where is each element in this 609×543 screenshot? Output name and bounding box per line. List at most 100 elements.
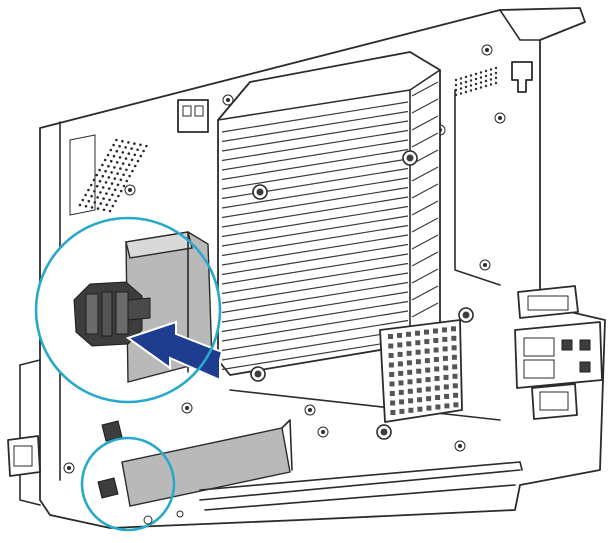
heatsink-fin <box>221 148 409 181</box>
heatsink-screw-icon <box>250 366 266 382</box>
vent-dot <box>90 206 94 209</box>
cage-vent-cell <box>399 408 405 414</box>
heatsink-fin <box>221 234 409 266</box>
cage-vent-cell <box>452 364 458 370</box>
port-stack <box>514 321 603 420</box>
heatsink-fin <box>221 177 409 209</box>
vent-dot <box>127 152 131 155</box>
vent-dot <box>112 143 115 147</box>
heatsink-fin-side <box>411 251 439 267</box>
vent-dot <box>115 161 119 164</box>
vent-dot <box>107 187 111 190</box>
cage-vent-cell <box>417 397 423 403</box>
vent-dot <box>474 87 478 91</box>
vent-dot <box>127 163 131 167</box>
vent-dot <box>95 173 99 177</box>
vent-dot <box>133 142 136 145</box>
cage-vent-cell <box>433 338 439 343</box>
cage-vent-cell <box>398 380 404 386</box>
cage-vent-cell <box>442 336 448 342</box>
cage-vent-cell <box>443 374 449 380</box>
vent-dot <box>112 154 116 158</box>
vent-dot <box>119 189 123 193</box>
cage-vent-cell <box>452 373 458 379</box>
heatsink-fin-side <box>411 217 439 233</box>
heatsink <box>217 51 441 376</box>
vent-dot <box>110 182 114 185</box>
vent-dot <box>128 174 131 178</box>
heatsink-fin <box>221 196 409 228</box>
cage-vent-cell <box>424 348 430 354</box>
vent-dot <box>142 149 145 153</box>
vent-dot <box>111 193 114 197</box>
vent-dot <box>459 77 463 80</box>
vent-dot <box>117 194 120 198</box>
cage-vent-cell <box>442 327 447 333</box>
vent-dot <box>96 196 99 199</box>
heatsink-fin <box>221 281 409 314</box>
vent-dot <box>459 87 463 90</box>
vent-dot <box>102 208 106 212</box>
vent-dot <box>115 138 118 142</box>
vent-dot <box>124 146 127 149</box>
vent-dot <box>118 144 121 148</box>
vent-dot <box>78 203 82 207</box>
vent-dot <box>484 79 488 83</box>
heatsink-fin-side <box>411 234 439 250</box>
vent-dot <box>494 66 498 70</box>
m2-module <box>121 419 293 507</box>
cage-vent-cell <box>453 402 459 408</box>
vent-dot <box>121 162 125 165</box>
vent-dot <box>459 92 463 95</box>
top-right-clip <box>511 61 533 93</box>
cage-vent-cell <box>433 328 438 334</box>
cage-vent-cell <box>424 329 429 335</box>
cage-vent-cell <box>444 393 450 399</box>
heatsink-fin-side <box>411 183 439 199</box>
vent-dot <box>87 199 91 203</box>
cage-vent-cell <box>416 387 422 393</box>
vent-dot <box>111 204 115 208</box>
vent-dot <box>479 71 483 74</box>
vent-dot <box>98 168 101 172</box>
screw-hole <box>304 404 316 416</box>
vent-dot <box>469 84 473 87</box>
vent-dot <box>121 151 125 154</box>
vent-dot <box>99 191 102 194</box>
vent-dot <box>131 169 134 173</box>
vent-dot <box>87 188 90 192</box>
cage-vent-cell <box>398 370 404 376</box>
vent-dot <box>125 179 129 183</box>
cage-vent-cell <box>416 368 422 374</box>
vent-dot <box>136 148 139 152</box>
cage-vent-cell <box>407 379 413 385</box>
heatsink-fin-side <box>411 166 439 182</box>
cage-vent-cell <box>426 396 432 402</box>
cage-vent-cell <box>390 400 396 406</box>
vent-dot <box>489 68 493 71</box>
vent-dot <box>84 193 87 197</box>
vent-dot <box>107 176 111 179</box>
vent-dot <box>122 184 126 188</box>
cage-vent-cell <box>406 341 412 347</box>
vent-dot <box>105 192 108 195</box>
heatsink-fin-side <box>411 81 439 97</box>
cage-vent-cell <box>443 384 449 390</box>
vent-dot <box>109 159 113 163</box>
vent-dot <box>104 169 107 173</box>
cage-vent-cell <box>425 377 431 383</box>
vent-dot <box>469 79 473 82</box>
vent-dot <box>90 194 93 198</box>
cage-vent-cell <box>389 391 395 396</box>
heatsink-fin-side <box>411 132 439 148</box>
vent-dot <box>130 158 134 162</box>
heatsink-fin <box>221 110 409 143</box>
screw-hole <box>124 184 136 196</box>
vent-dot <box>479 81 483 84</box>
vent-dot <box>484 84 488 88</box>
cage-vent-cell <box>397 351 403 357</box>
heatsink-fin <box>221 243 409 276</box>
vent-dot <box>106 153 110 157</box>
vent-dot <box>110 171 113 174</box>
vent-dot <box>92 178 96 182</box>
